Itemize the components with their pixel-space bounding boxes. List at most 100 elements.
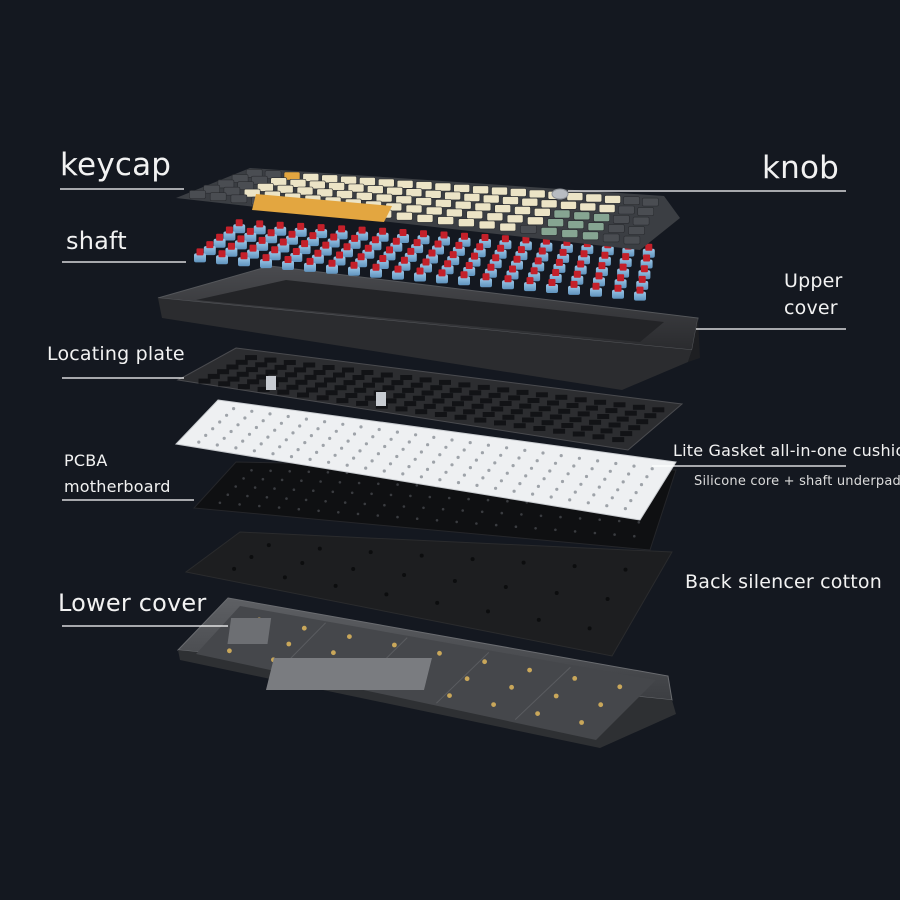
switch-stem (636, 286, 644, 294)
plate-cutout (477, 384, 490, 390)
switch-stem (206, 241, 214, 249)
lower-cover-rib (436, 652, 490, 704)
gasket-hole (407, 465, 411, 469)
pcba-hole (377, 482, 380, 486)
switch-stem (246, 227, 254, 235)
plate-cutout (513, 423, 526, 429)
switch-housing (327, 238, 340, 248)
pcba-hole (357, 481, 361, 485)
keycap (602, 233, 620, 243)
knob-label: knob (762, 150, 840, 186)
gasket-hole (486, 443, 490, 447)
switch-housing (568, 285, 580, 295)
switch-stem (428, 249, 436, 257)
pcba-hole (514, 525, 518, 528)
locating-plate-label: Locating plate (47, 343, 185, 365)
plate-cutout (255, 362, 268, 368)
gasket-hole (579, 482, 583, 486)
plate-cutout (391, 380, 404, 386)
keycap (527, 216, 544, 226)
switch-housing (234, 240, 247, 250)
keycap (509, 188, 527, 197)
switch-stem (619, 263, 627, 271)
switch-stem (522, 236, 530, 244)
gasket-hole (419, 450, 423, 454)
gasket-hole (352, 456, 356, 460)
pcba-hole (539, 514, 543, 518)
silencer-hole (503, 585, 508, 589)
plate-cutout (566, 403, 579, 408)
keycap (466, 210, 484, 220)
gasket-hole (535, 459, 539, 463)
keycap (486, 212, 504, 222)
gasket-hole (444, 470, 448, 474)
pcba-hole (428, 495, 432, 499)
keycap (434, 182, 452, 192)
lower-cover-screw-post (509, 684, 514, 690)
plate-cutout (316, 395, 329, 401)
gasket-hole (364, 466, 368, 470)
stabilizer (376, 392, 386, 406)
switch-stem (487, 263, 495, 271)
pcba-hole (415, 484, 419, 487)
plate-cutout (480, 398, 493, 404)
pcba-hole (486, 498, 490, 502)
gasket-hole (610, 496, 614, 500)
switch-stem (501, 235, 509, 243)
silencer-hole (452, 579, 457, 583)
gasket-hole (328, 436, 332, 440)
plate-cutout (577, 411, 590, 417)
plate-cutout (535, 392, 548, 398)
gasket-hole (250, 409, 254, 413)
switch-housing (277, 243, 290, 253)
keycap (395, 195, 413, 205)
plate-cutout (608, 422, 621, 428)
gasket-hole (333, 453, 337, 457)
switch-housing (194, 253, 206, 263)
gasket-hole (456, 481, 461, 485)
pcba-hole (506, 499, 509, 503)
silencer-hole (435, 600, 440, 605)
switch-housing (341, 248, 353, 258)
lower-cover-rib (514, 666, 571, 720)
keycap (446, 208, 463, 218)
switch-stem (379, 255, 387, 262)
pcba-hole (475, 522, 478, 525)
pcba-hole (304, 498, 308, 502)
keycap (415, 181, 433, 190)
silencer-hole (587, 626, 592, 631)
switch-stem (297, 222, 305, 230)
switch-housing (397, 234, 409, 243)
gasket-hole (590, 467, 594, 471)
lower-cover-screw-post (553, 693, 559, 699)
gasket-hole (279, 421, 283, 425)
lower-cover-screw-post (527, 667, 532, 673)
keycap (415, 197, 432, 206)
switch-housing (311, 254, 324, 264)
keycap (396, 211, 413, 221)
plate-cutout (342, 367, 354, 373)
keycap (454, 200, 472, 210)
lower-cover-screw-post (347, 634, 352, 639)
keycap (416, 214, 434, 223)
pcba-hole (312, 489, 315, 493)
gasket-hole (632, 464, 636, 468)
keycap (217, 179, 235, 189)
plate-cutout (569, 417, 582, 423)
pcba-hole (613, 533, 616, 536)
silencer-hole (333, 583, 338, 588)
gasket-hole (284, 438, 288, 442)
switch-stem (617, 274, 625, 282)
switch-layer (194, 219, 655, 301)
switch-housing (286, 235, 298, 245)
switch-housing (260, 259, 272, 269)
switch-housing (298, 245, 311, 255)
keycap (377, 178, 395, 188)
silencer-hole (554, 591, 559, 595)
switch-housing (268, 251, 281, 261)
keycap (502, 196, 519, 205)
pcba-hole (447, 496, 451, 500)
plate-cutout (624, 410, 637, 416)
lower-cover-screw-post (572, 676, 578, 681)
switch-housing (376, 232, 389, 242)
